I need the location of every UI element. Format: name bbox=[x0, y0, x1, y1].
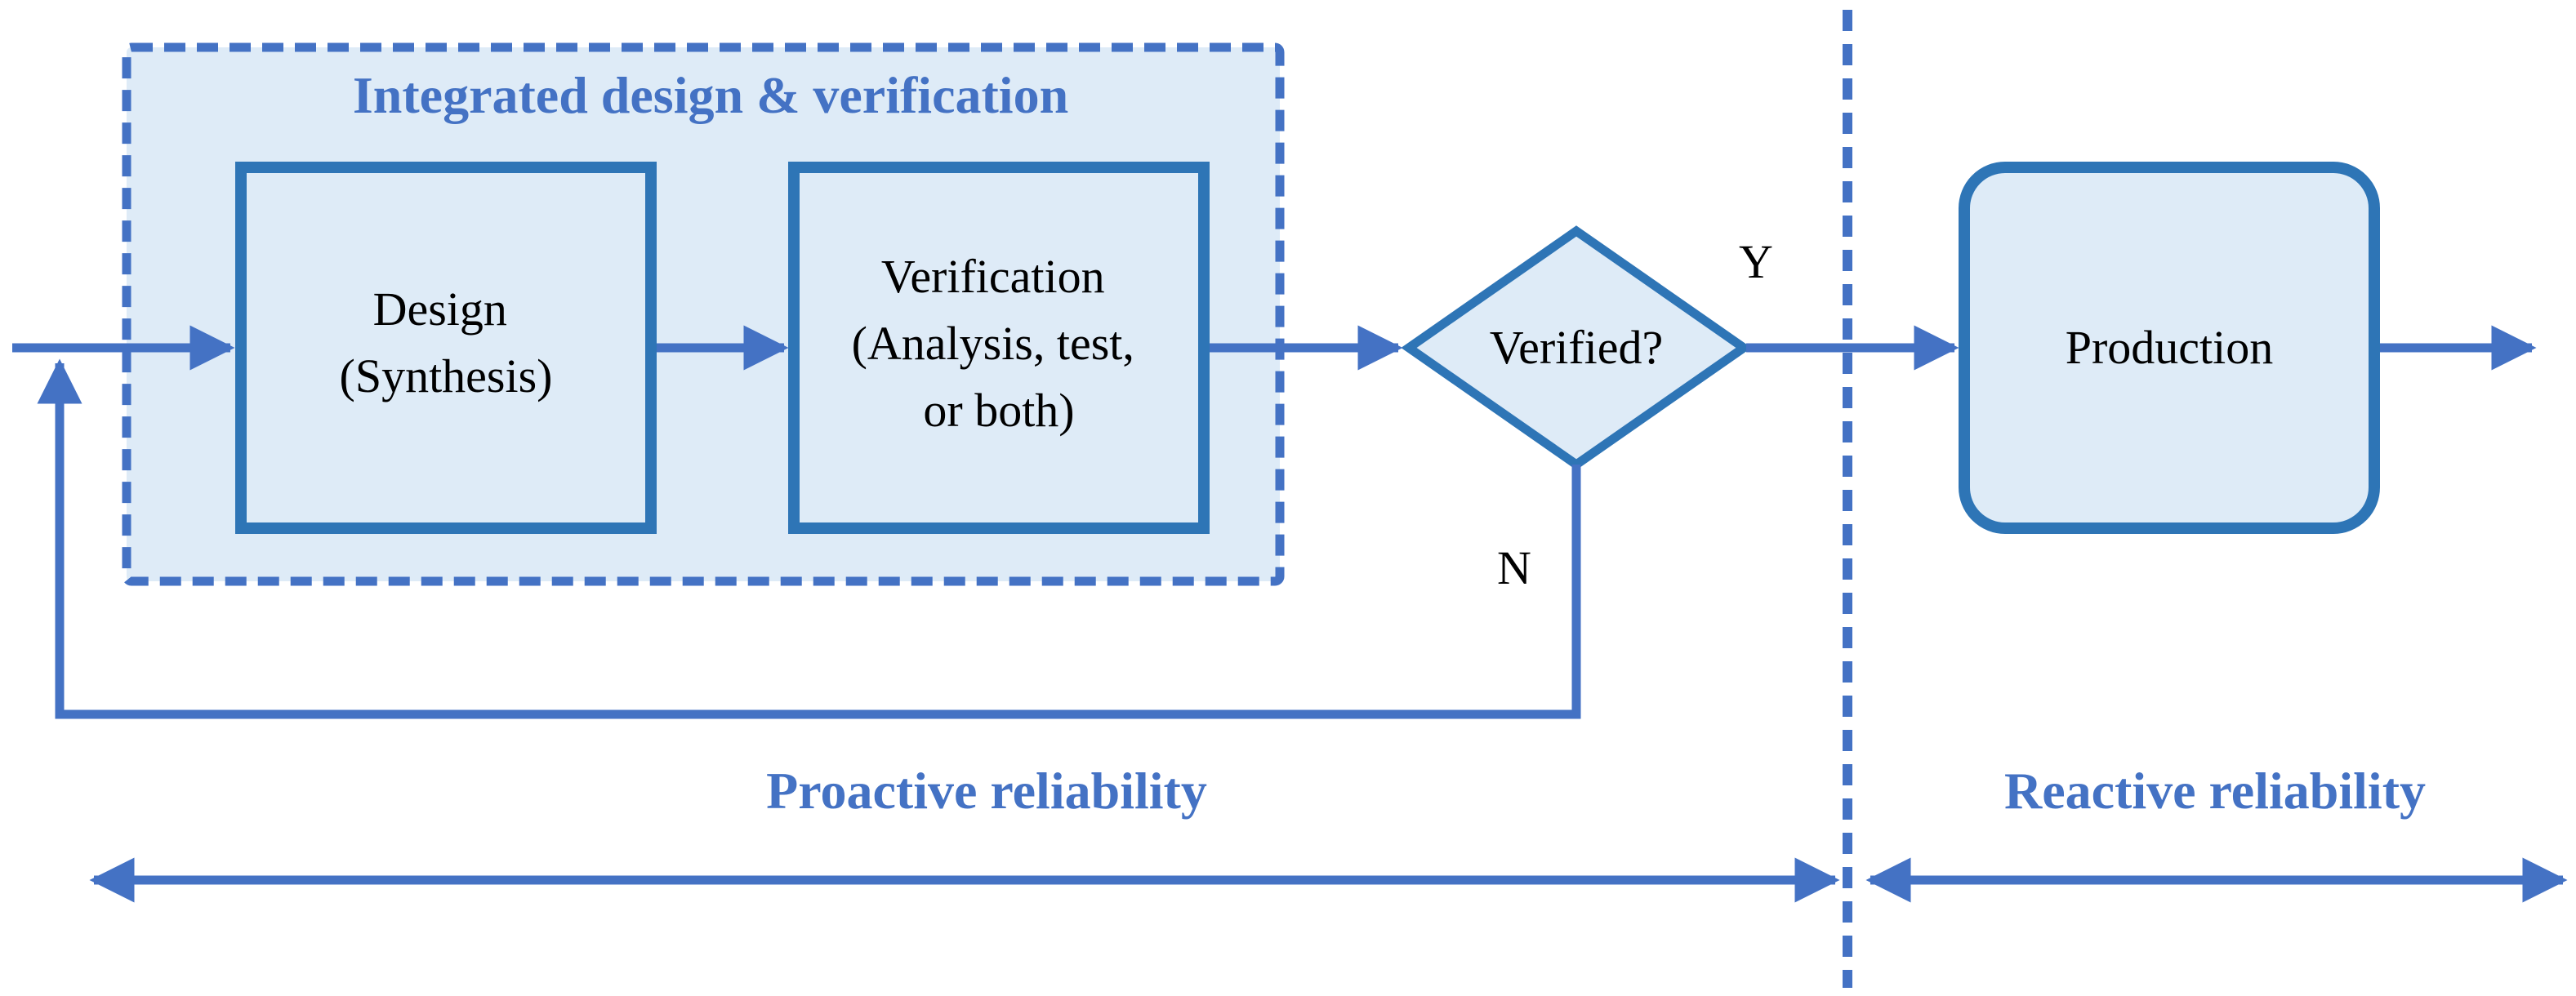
integrated-group-title: Integrated design & verification bbox=[353, 66, 1068, 124]
design-label-line2: (Synthesis) bbox=[340, 349, 553, 402]
design-box bbox=[235, 162, 657, 534]
yes-branch-label: Y bbox=[1739, 235, 1773, 288]
design-label-line1: Design bbox=[373, 282, 507, 336]
verification-label-line1: Verification bbox=[881, 250, 1105, 303]
verification-label-line3: or both) bbox=[923, 384, 1074, 437]
design-label: Design (Synthesis) bbox=[340, 282, 553, 402]
feedback-loop-arrow bbox=[37, 358, 1581, 719]
production-label: Production bbox=[2066, 321, 2274, 374]
verification-box bbox=[788, 162, 1210, 534]
proactive-reliability-label: Proactive reliability bbox=[766, 762, 1207, 820]
verified-decision-label: Verified? bbox=[1490, 321, 1664, 374]
verification-label: Verification (Analysis, test, or both) bbox=[852, 250, 1147, 437]
no-branch-label: N bbox=[1497, 541, 1531, 594]
verification-label-line2: (Analysis, test, bbox=[852, 317, 1134, 370]
production-box bbox=[1959, 162, 2380, 534]
reactive-reliability-label: Reactive reliability bbox=[2004, 762, 2426, 820]
